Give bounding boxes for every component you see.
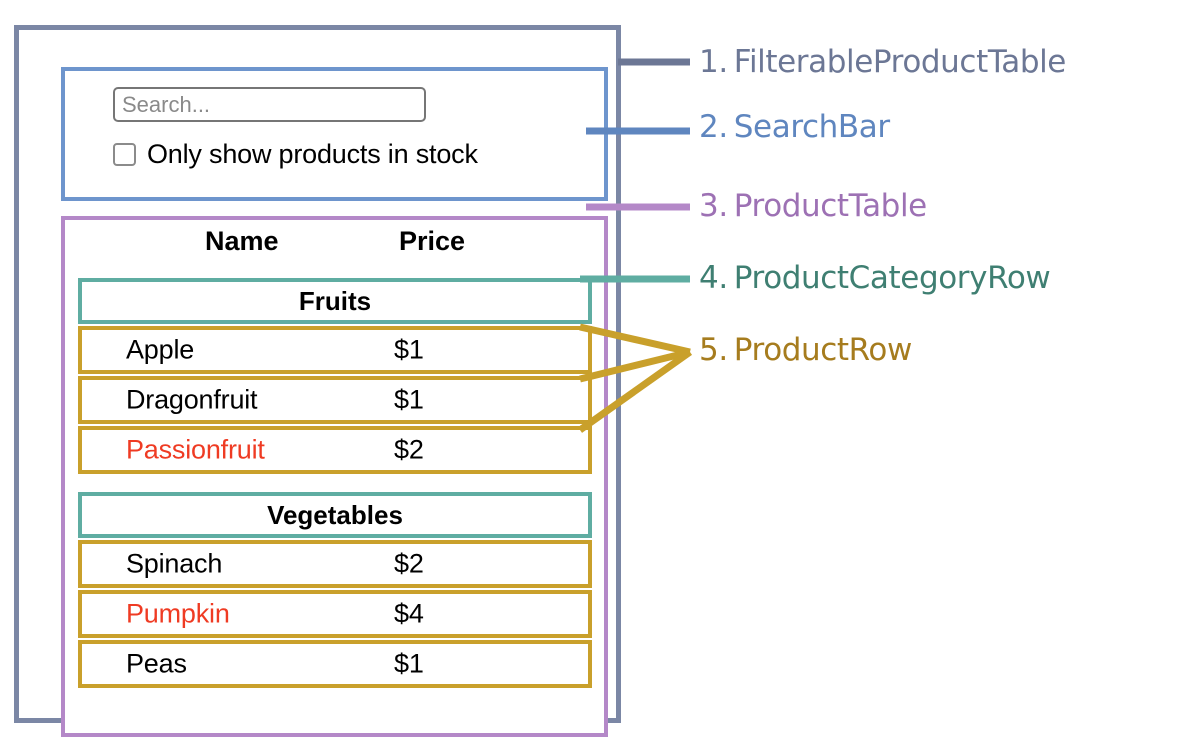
product-price: $4 <box>394 598 424 629</box>
annotation-text-1: FilterableProductTable <box>733 44 1067 80</box>
product-name-out-of-stock: Pumpkin <box>126 598 230 629</box>
product-row[interactable]: Passionfruit $2 <box>78 426 592 474</box>
product-price: $2 <box>394 434 424 465</box>
annotation-text-4: ProductCategoryRow <box>733 260 1051 296</box>
in-stock-checkbox-row[interactable]: Only show products in stock <box>113 134 478 174</box>
product-table-body: Fruits Apple $1 Dragonfruit $1 Passionfr… <box>78 278 592 690</box>
annotation-number-1: 1. <box>699 44 728 80</box>
product-price: $1 <box>394 648 424 679</box>
product-price: $1 <box>394 384 424 415</box>
product-name: Spinach <box>126 548 223 579</box>
product-name: Dragonfruit <box>126 384 258 415</box>
annotation-text-3: ProductTable <box>733 188 927 224</box>
annotation-number-5: 5. <box>699 332 728 368</box>
product-row[interactable]: Spinach $2 <box>78 540 592 588</box>
annotation-label-4: 4.ProductCategoryRow <box>699 260 1051 296</box>
product-row[interactable]: Peas $1 <box>78 640 592 688</box>
product-row[interactable]: Dragonfruit $1 <box>78 376 592 424</box>
product-category-row: Vegetables <box>78 492 592 538</box>
search-input[interactable] <box>113 87 426 122</box>
annotation-number-2: 2. <box>699 109 728 145</box>
annotation-text-5: ProductRow <box>733 332 913 368</box>
product-row[interactable]: Apple $1 <box>78 326 592 374</box>
product-category-row: Fruits <box>78 278 592 324</box>
annotation-label-5: 5.ProductRow <box>699 332 912 368</box>
product-table-box: Name Price Fruits Apple $1 Dragonfruit $… <box>61 216 608 737</box>
product-table-header-row: Name Price <box>65 226 604 270</box>
annotation-number-4: 4. <box>699 260 728 296</box>
product-row[interactable]: Pumpkin $4 <box>78 590 592 638</box>
checkbox-icon[interactable] <box>113 142 136 166</box>
annotation-text-2: SearchBar <box>733 109 890 145</box>
product-name-out-of-stock: Passionfruit <box>126 434 265 465</box>
product-category-label: Fruits <box>298 285 372 316</box>
annotation-number-3: 3. <box>699 188 728 224</box>
in-stock-checkbox-label: Only show products in stock <box>147 138 478 169</box>
product-price: $1 <box>394 334 424 365</box>
section-spacer <box>78 476 592 492</box>
annotation-label-2: 2.SearchBar <box>699 109 890 145</box>
filterable-product-table-box: Only show products in stock Name Price F… <box>14 25 621 737</box>
product-price: $2 <box>394 548 424 579</box>
product-category-label: Vegetables <box>267 499 403 530</box>
column-header-price: Price <box>399 226 466 256</box>
product-name: Apple <box>126 334 195 365</box>
column-header-name: Name <box>205 226 279 256</box>
product-name: Peas <box>126 648 187 679</box>
annotation-label-3: 3.ProductTable <box>699 188 927 224</box>
search-bar-box: Only show products in stock <box>61 67 608 201</box>
annotation-label-1: 1.FilterableProductTable <box>699 44 1066 80</box>
